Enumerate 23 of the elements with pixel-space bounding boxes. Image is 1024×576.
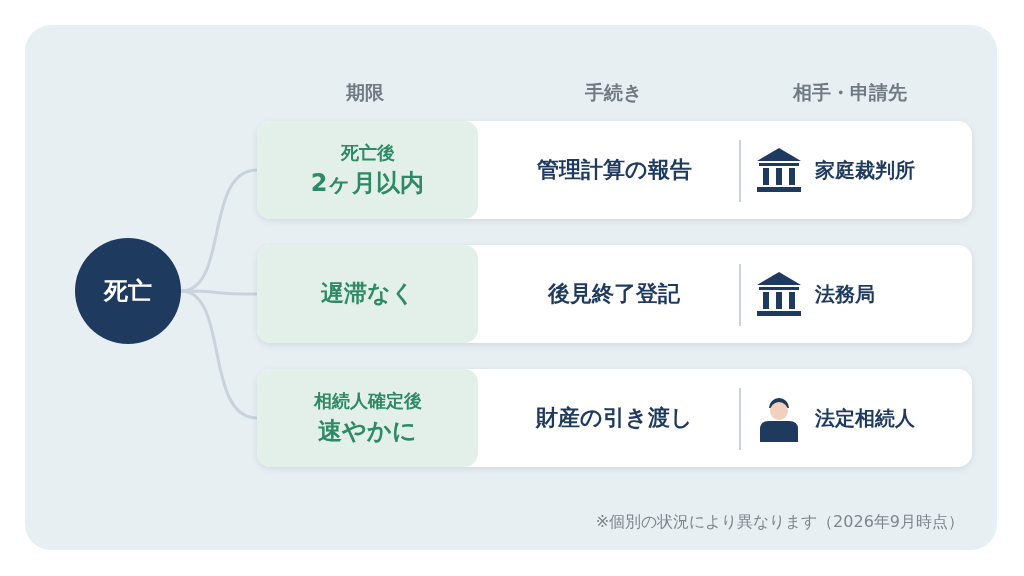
connector-line [180,168,258,293]
row-card [257,369,972,467]
deadline-text: 遅滞なく [320,279,415,309]
column-header: 手続き [583,80,643,105]
column-header: 相手・申請先 [791,80,908,105]
footnote: ※個別の状況により異なります（2026年9月時点） [595,512,964,533]
destination-text: 法務局 [815,281,875,308]
deadline-cell [257,245,478,343]
deadline-text: 速やかに [318,415,417,447]
destination-text: 家庭裁判所 [815,157,915,184]
row-card [257,245,972,343]
procedure-text: 財産の引き渡し [534,404,694,432]
row-card [257,121,972,219]
deadline-text: 死亡後 [340,140,395,165]
deadline-text: 2ヶ月以内 [310,167,425,199]
destination-text: 法定相続人 [815,405,915,432]
procedure-text: 後見終了登記 [546,280,681,308]
deadline-cell [257,121,478,219]
procedure-text: 管理計算の報告 [535,156,693,184]
connector-line [180,289,258,420]
deadline-cell [257,369,478,467]
column-header: 期限 [345,80,385,105]
deadline-text: 相続人確定後 [313,388,422,413]
